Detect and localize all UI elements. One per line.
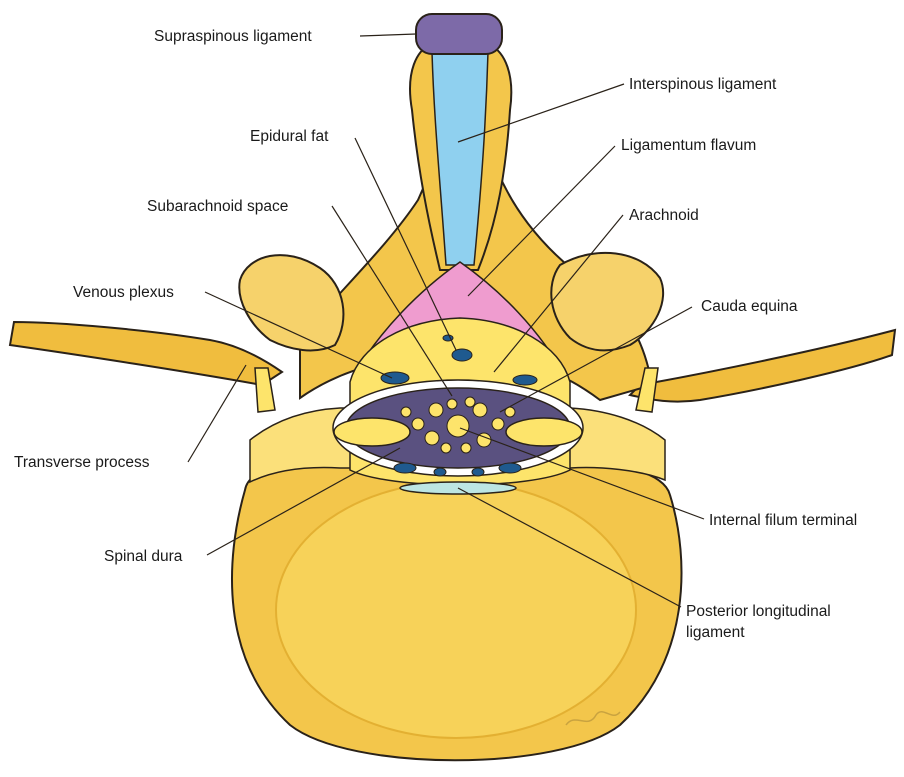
label-venous-plexus: Venous plexus	[73, 283, 174, 302]
label-spinal-dura: Spinal dura	[104, 547, 182, 566]
supraspinous-ligament	[416, 14, 502, 54]
label-ligamentum-flavum: Ligamentum flavum	[621, 136, 756, 155]
label-transverse-process: Transverse process	[14, 453, 150, 472]
right-transverse-process	[630, 330, 895, 402]
left-root-sleeve	[334, 418, 410, 446]
right-root-sleeve	[506, 418, 582, 446]
label-subarachnoid-space: Subarachnoid space	[147, 197, 288, 216]
label-interspinous-ligament: Interspinous ligament	[629, 75, 776, 94]
label-arachnoid: Arachnoid	[629, 206, 699, 225]
label-posterior-longitudinal-line2: ligament	[686, 623, 745, 642]
left-transverse-process	[10, 322, 282, 385]
label-cauda-equina: Cauda equina	[701, 297, 798, 316]
label-epidural-fat: Epidural fat	[250, 127, 328, 146]
label-posterior-longitudinal-line1: Posterior longitudinal	[686, 602, 831, 621]
left-articular-process	[239, 255, 343, 350]
right-articular-process	[551, 253, 663, 350]
label-internal-filum-terminal: Internal filum terminal	[709, 511, 857, 530]
vertebral-body-inner	[276, 482, 636, 738]
label-supraspinous-ligament: Supraspinous ligament	[154, 27, 312, 46]
